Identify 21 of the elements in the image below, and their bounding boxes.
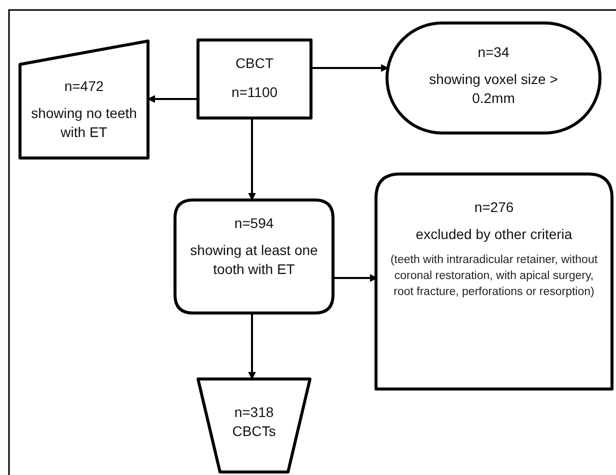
node-heading: n=318 CBCTs [231, 403, 277, 441]
node-heading: n=34 [478, 43, 510, 62]
rounded-box [175, 200, 333, 313]
node-text: n=1100 [231, 83, 278, 102]
trapezoid-shape [198, 379, 310, 472]
node-text: (teeth with intraradicular retainer, without coronal restoration, with apical surgery, root fracture, perforations or resorption) [389, 253, 599, 300]
arrow [248, 313, 256, 380]
process-box [198, 40, 311, 118]
node-text: excluded by other criteria [416, 225, 572, 244]
rounded-top-box [376, 174, 612, 389]
node-text: showing no teeth with ET [30, 104, 138, 142]
node-heading: CBCT [235, 54, 274, 73]
terminal-shape [387, 23, 600, 133]
arrow [248, 118, 256, 201]
node-text: showing at least one tooth with ET [189, 241, 319, 279]
node-heading: n=594 [234, 214, 274, 233]
manual-input-shape [20, 41, 148, 158]
arrow [311, 64, 389, 72]
node-text: showing voxel size > 0.2mm [428, 70, 559, 108]
node-heading: n=276 [474, 198, 514, 217]
node-heading: n=472 [64, 77, 104, 96]
